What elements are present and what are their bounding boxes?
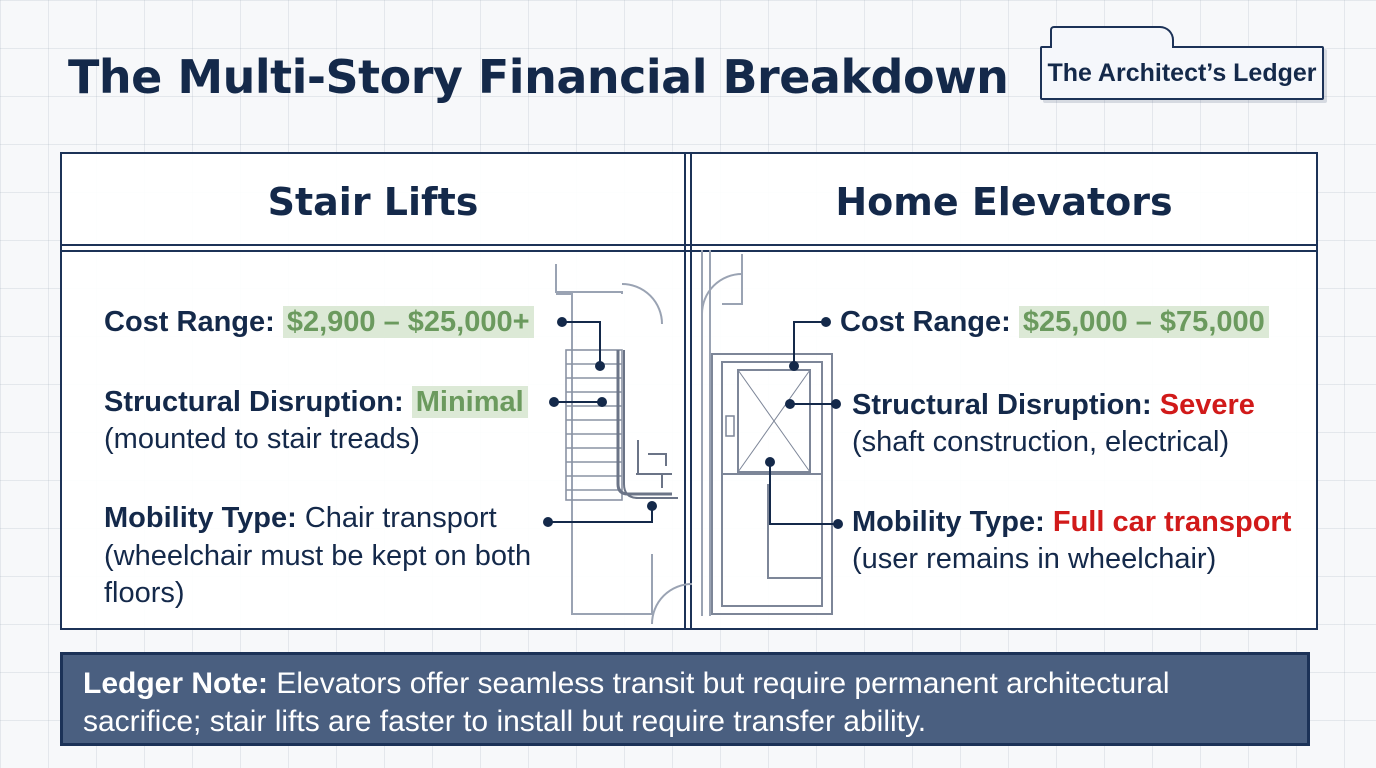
callout-dot (597, 397, 607, 407)
callout-dot (833, 519, 843, 529)
callout-dot (557, 317, 567, 327)
connector-mobility-right (769, 462, 838, 525)
connector-cost-left (562, 321, 601, 366)
cost-range-label: Cost Range: (104, 306, 275, 338)
stair-lift-mobility-detail-2: floors) (104, 577, 185, 609)
header-divider (62, 244, 1316, 246)
elevator-disruption-value: Severe (1159, 389, 1255, 421)
structural-disruption-label: Structural Disruption: (852, 389, 1152, 421)
column-heading-home-elevators: Home Elevators (835, 180, 1173, 224)
ledger-note-label: Ledger Note: (83, 667, 269, 700)
cost-range-label: Cost Range: (840, 306, 1011, 338)
column-divider (690, 154, 692, 628)
mobility-type-label: Mobility Type: (104, 502, 297, 534)
elevator-cost-value: $25,000 – $75,000 (1018, 306, 1269, 338)
ledger-note-text-2: sacrifice; stair lifts are faster to ins… (83, 705, 927, 738)
stair-lift-mobility-value: Chair transport (304, 502, 497, 534)
callout-dot (595, 361, 605, 371)
ledger-tab: The Architect’s Ledger (1040, 26, 1324, 100)
stair-lift-cost-row: Cost Range: $2,900 – $25,000+ (104, 304, 534, 341)
callout-dot (831, 399, 841, 409)
stair-lift-mobility-row: Mobility Type: Chair transport (104, 500, 497, 537)
stair-wall (555, 264, 623, 294)
callout-dot (647, 501, 657, 511)
header-divider (62, 250, 1316, 252)
page-title: The Multi-Story Financial Breakdown (68, 50, 1009, 104)
callout-dot (789, 361, 799, 371)
mobility-type-label: Mobility Type: (852, 506, 1045, 538)
elevator-call-button-icon (725, 415, 735, 437)
callout-dot (543, 517, 553, 527)
elevator-disruption-detail: (shaft construction, electrical) (852, 426, 1230, 458)
ledger-note: Ledger Note: Elevators offer seamless tr… (60, 652, 1310, 746)
stair-lift-disruption-row: Structural Disruption: Minimal (104, 384, 528, 421)
comparison-table: Stair Lifts Home Elevators (60, 152, 1318, 630)
elevator-mobility-detail: (user remains in wheelchair) (852, 543, 1217, 575)
stair-lift-disruption-value: Minimal (411, 386, 528, 418)
stair-lift-chair-icon (636, 440, 672, 488)
staircase-icon (565, 349, 678, 501)
elevator-shaft-icon (711, 353, 833, 615)
column-divider (684, 154, 686, 628)
stair-lift-disruption-detail: (mounted to stair treads) (104, 423, 420, 455)
connector-cost-right (793, 321, 826, 366)
column-heading-stair-lifts: Stair Lifts (267, 180, 479, 224)
callout-dot (765, 457, 775, 467)
elevator-mobility-row: Mobility Type: Full car transport (852, 504, 1291, 541)
elevator-disruption-row: Structural Disruption: Severe (852, 387, 1255, 424)
structural-disruption-label: Structural Disruption: (104, 386, 404, 418)
callout-dot (549, 397, 559, 407)
callout-dot (821, 317, 831, 327)
callout-dot (785, 399, 795, 409)
elevator-cost-row: Cost Range: $25,000 – $75,000 (840, 304, 1269, 341)
elevator-mobility-value: Full car transport (1052, 506, 1292, 538)
ledger-note-line-1: Ledger Note: Elevators offer seamless tr… (83, 665, 1287, 703)
connector-mobility-left (548, 506, 653, 523)
stair-lift-cost-value: $2,900 – $25,000+ (282, 306, 534, 338)
ledger-note-text-1: Elevators offer seamless transit but req… (268, 667, 1170, 700)
stair-lift-mobility-detail-1: (wheelchair must be kept on both (104, 540, 532, 572)
